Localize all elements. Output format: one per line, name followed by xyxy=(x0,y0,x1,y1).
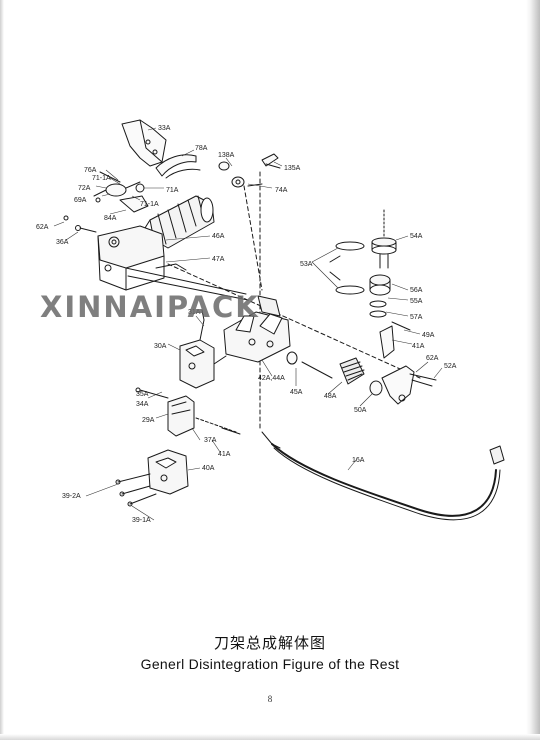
label-56a: 56A xyxy=(410,287,423,294)
label-74a: 74A xyxy=(275,187,288,194)
label-53a-left: 53A xyxy=(300,261,313,268)
part-holder-block xyxy=(63,215,249,301)
label-71a: 71A xyxy=(166,187,179,194)
scan-edge-left xyxy=(0,0,4,740)
label-42a-44a: 42A,44A xyxy=(258,375,285,382)
caption-chinese: 刀架总成解体图 xyxy=(213,634,326,652)
part-cable-16a xyxy=(261,431,505,521)
label-72a: 72A xyxy=(78,185,91,192)
label-39-2a: 39-2A xyxy=(62,493,81,500)
label-37a: 37A xyxy=(204,437,217,444)
part-cluster-71a xyxy=(93,171,149,213)
label-41a-right: 41A xyxy=(412,343,425,350)
part-guide-78a xyxy=(155,154,201,179)
label-45a: 45A xyxy=(290,389,303,396)
part-block-30a xyxy=(179,309,227,389)
part-carrier-42a xyxy=(223,295,291,363)
label-84a: 84A xyxy=(104,215,117,222)
part-motor-46a xyxy=(139,195,215,249)
label-39-1a: 39-1A xyxy=(132,517,151,524)
label-138a: 138A xyxy=(218,152,235,159)
label-40a: 40A xyxy=(202,465,215,472)
label-36a: 36A xyxy=(56,239,69,246)
label-52a: 52A xyxy=(444,363,457,370)
label-35a: 35A xyxy=(136,391,149,398)
label-76a: 76A xyxy=(84,167,97,174)
caption-english: Generl Disintegration Figure of the Rest xyxy=(140,656,400,672)
label-29a: 29A xyxy=(142,417,155,424)
label-55a: 55A xyxy=(410,298,423,305)
part-gear-48a xyxy=(286,351,383,396)
part-cam-assembly xyxy=(329,209,397,318)
label-33a: 33A xyxy=(158,125,171,132)
part-linkage-52a xyxy=(379,321,437,405)
label-54a: 54A xyxy=(410,233,423,240)
label-57a: 57A xyxy=(410,314,423,321)
part-screws-135a xyxy=(218,153,281,188)
label-47a: 47A xyxy=(212,256,225,263)
label-30a: 30A xyxy=(154,343,167,350)
label-50a: 50A xyxy=(354,407,367,414)
label-34a: 34A xyxy=(136,401,149,408)
label-78a: 78A xyxy=(195,145,208,152)
scan-edge-right xyxy=(526,0,540,740)
label-31a: 31A xyxy=(188,309,201,316)
label-16a: 16A xyxy=(352,457,365,464)
watermark: XINNAIPACK xyxy=(40,290,260,324)
label-62a-right: 62A xyxy=(426,355,439,362)
label-71-1a-bottom: 71-1A xyxy=(140,201,159,208)
label-48a: 48A xyxy=(324,393,337,400)
label-69a: 69A xyxy=(74,197,87,204)
label-135a: 135A xyxy=(284,165,301,172)
label-46a: 46A xyxy=(212,233,225,240)
page-number: 8 xyxy=(267,694,273,704)
part-block-29a xyxy=(135,387,241,437)
part-block-40a xyxy=(115,449,189,507)
label-41a-lower: 41A xyxy=(218,451,231,458)
label-71-1a-top: 71-1A xyxy=(92,175,111,182)
part-bracket-33a xyxy=(121,119,167,167)
label-62a-left: 62A xyxy=(36,224,49,231)
scan-edge-bottom xyxy=(0,734,540,740)
label-49a: 49A xyxy=(422,332,435,339)
